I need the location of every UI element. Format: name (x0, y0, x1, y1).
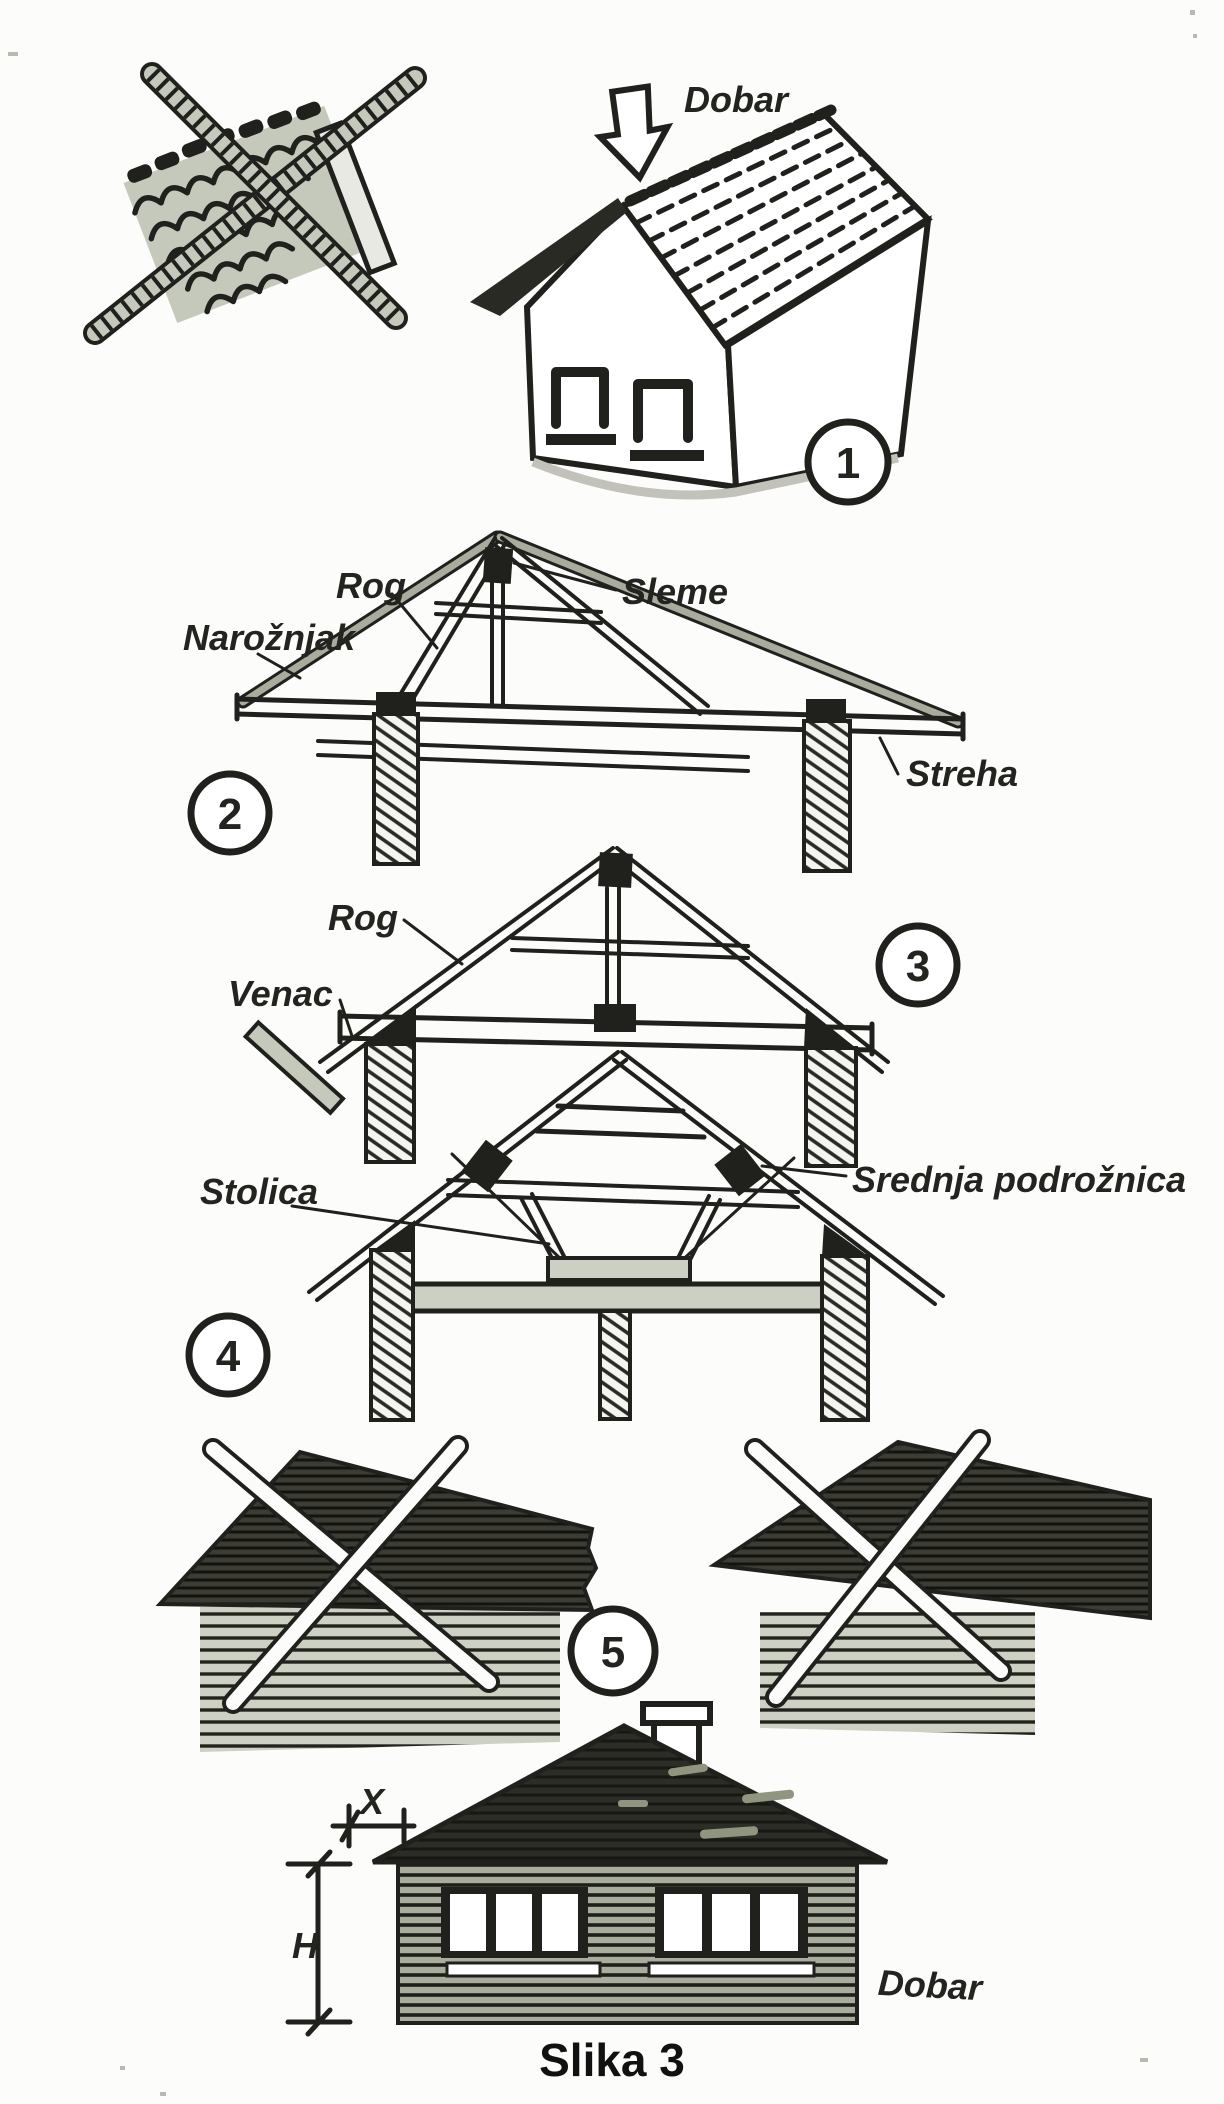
panel-number: 3 (906, 942, 930, 991)
label-rog-p3: Rog (328, 897, 398, 938)
label-dobar-top: Dobar (684, 79, 790, 120)
panel-2-number-badge: 2 (187, 770, 273, 856)
cross-out-icon (744, 1429, 1012, 1708)
panel-1-number-badge: 1 (804, 418, 892, 506)
wall-left (364, 1042, 416, 1164)
label-dobar-bottom: Dobar (877, 1962, 985, 2008)
panel-3-number-badge: 3 (875, 922, 961, 1008)
scan-noise (8, 10, 1197, 2096)
panel-4-number-badge: 4 (185, 1312, 271, 1398)
panel-4-purlin-truss (290, 1050, 945, 1422)
king-post-joint (594, 1004, 636, 1032)
dim-label-x: X (358, 1781, 386, 1822)
wind-board (312, 119, 398, 276)
wall-right (820, 1254, 870, 1422)
wall-post-right (802, 719, 852, 873)
purlin-block-left (461, 1139, 513, 1193)
eaves-plate (234, 692, 966, 742)
tile-rows (633, 124, 918, 331)
wall-left (369, 1248, 415, 1422)
ceiling-beam (409, 1281, 827, 1314)
panel-1-bad-tile-detail (83, 62, 427, 345)
cross-out-icon (83, 62, 427, 345)
top-collar-beams (534, 1103, 707, 1140)
ground-shadow (531, 453, 899, 500)
post-cap-left (376, 692, 416, 714)
panel-1-good-house (470, 83, 933, 500)
panel-2-hip-truss (234, 530, 966, 873)
panel-number: 4 (216, 1332, 241, 1381)
eave-overhang-shadow (470, 198, 627, 316)
post-cap-right (806, 699, 846, 721)
strut-base-plate (546, 1256, 692, 1282)
collar-beam (434, 601, 603, 625)
shingle-roof-right (708, 1439, 1152, 1621)
gable-windows (546, 367, 704, 461)
purlin-block-right (714, 1143, 766, 1197)
down-arrow-icon (593, 83, 674, 183)
chimney-cap (640, 1701, 713, 1726)
window-right (647, 1887, 816, 1978)
ridge-beam-block (482, 547, 514, 584)
figure-caption: Slika 3 (539, 2034, 685, 2086)
dimension-x-marks (330, 1803, 417, 1849)
stolica-struts (519, 1192, 722, 1268)
tie-beam (337, 1009, 875, 1057)
joint-shadow-right (822, 1224, 868, 1256)
panel-number: 1 (836, 439, 860, 488)
label-naroznjak: Narožnjak (183, 617, 357, 658)
label-sleme: Sleme (622, 571, 728, 612)
window-left (441, 1887, 602, 1978)
ridge-tiles (624, 104, 837, 207)
label-rog-p2: Rog (336, 565, 406, 606)
panel-6-good-house (285, 1701, 889, 2037)
dark-roof (371, 1723, 889, 1865)
cross-out-icon (202, 1435, 500, 1714)
dim-label-h: H (292, 1925, 319, 1966)
joint-shadow-left (371, 1220, 415, 1252)
wall-post-left (372, 712, 420, 866)
panel-number: 5 (601, 1628, 625, 1677)
center-post (598, 1309, 632, 1421)
panel-3-rafter-truss (242, 846, 890, 1168)
venac-beam (242, 1019, 346, 1116)
ridge-block (598, 852, 633, 888)
roof-highlights (618, 1763, 794, 1839)
panel-5-number-badge: 5 (567, 1605, 659, 1697)
collar-beam (510, 886, 750, 1014)
leader-lines (256, 561, 900, 776)
panel-5-bad-roofs (155, 1429, 1152, 1752)
wall-right (804, 1046, 858, 1168)
dimension-h-marks (285, 1849, 353, 2037)
label-stolica: Stolica (200, 1171, 318, 1212)
label-srednja-podroznica: Srednja podrožnica (852, 1159, 1186, 1200)
label-streha: Streha (906, 753, 1018, 794)
panel-number: 2 (218, 790, 242, 839)
leader-lines (338, 918, 464, 1038)
leader-lines (290, 1164, 848, 1246)
label-venac: Venac (228, 973, 333, 1014)
